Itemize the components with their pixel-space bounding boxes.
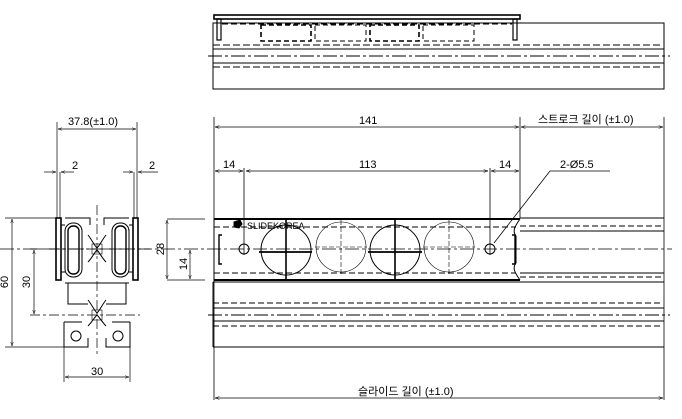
- logo-icon: [233, 219, 243, 229]
- side-pitch-dim: 30: [21, 275, 34, 289]
- slider-length-dim: 141: [359, 115, 378, 127]
- front-height-dim: 28: [155, 242, 168, 256]
- front-view: [213, 117, 665, 400]
- side-gap-right-dim: 2: [149, 160, 156, 172]
- side-gap-left-dim: 2: [72, 160, 79, 172]
- slide-length-label: 슬라이드 길이 (±1.0): [358, 386, 454, 398]
- side-height-dim: 60: [0, 275, 12, 289]
- front-half-height-dim: 14: [178, 257, 191, 271]
- edge-right-dim: 14: [499, 159, 512, 171]
- side-view: [5, 122, 158, 382]
- stroke-length-label: 스트로크 길이 (±1.0): [538, 114, 634, 126]
- hole-callout: 2-Ø5.5: [560, 159, 594, 171]
- side-width-dim: 37.8(±1.0): [68, 116, 119, 128]
- top-view: [208, 14, 670, 90]
- side-base-width-dim: 30: [91, 366, 104, 378]
- hole-pitch-dim: 113: [359, 159, 377, 171]
- edge-left-dim: 14: [223, 159, 236, 171]
- slidekorea-logo-text: SLIDEKOREA: [247, 221, 305, 231]
